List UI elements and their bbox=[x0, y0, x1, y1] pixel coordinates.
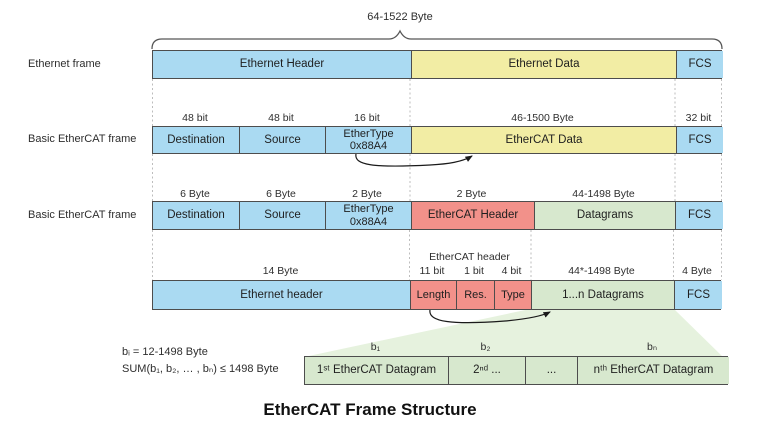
alignment-guides bbox=[152, 79, 722, 280]
field-ethertype: EtherType 0x88A4 bbox=[325, 202, 411, 229]
total-size-label: 64-1522 Byte bbox=[367, 11, 433, 23]
zoom-fan-shape bbox=[304, 309, 723, 357]
datagram-sum-formula: SUM(b₁, b₂, … , bₙ) ≤ 1498 Byte bbox=[122, 363, 279, 375]
field-ethercat-data: EtherCAT Data bbox=[411, 127, 676, 153]
size-label: 44*-1498 Byte bbox=[568, 265, 635, 277]
field-type: Type bbox=[494, 281, 531, 309]
brace-bracket-icon bbox=[151, 29, 723, 50]
field-second-datagram: 2ⁿᵈ ... bbox=[448, 357, 525, 384]
ethertype-arrow-icon bbox=[355, 153, 473, 167]
length-arrow-icon bbox=[429, 309, 551, 324]
size-label: 32 bit bbox=[685, 112, 712, 124]
field-destination: Destination bbox=[153, 202, 239, 229]
size-label: 4 bit bbox=[501, 265, 522, 277]
field-n-datagrams: 1...n Datagrams bbox=[531, 281, 674, 309]
datagram-size-label-b1: b₁ bbox=[370, 341, 381, 353]
basic-ethercat-frame-bits-row: Destination Source EtherType 0x88A4 Ethe… bbox=[152, 126, 723, 154]
datagram-size-formula: bᵢ = 12-1498 Byte bbox=[122, 346, 208, 358]
size-label: 1 bit bbox=[464, 265, 484, 277]
field-source: Source bbox=[239, 202, 325, 229]
row-label-basic-ethercat-bits: Basic EtherCAT frame bbox=[28, 133, 137, 145]
row-label-ethernet-frame: Ethernet frame bbox=[28, 58, 101, 70]
size-label: 48 bit bbox=[182, 112, 208, 124]
field-nth-datagram: nᵗʰ EtherCAT Datagram bbox=[577, 357, 729, 384]
field-destination: Destination bbox=[153, 127, 239, 153]
size-label: 16 bit bbox=[354, 112, 380, 124]
field-ethertype: EtherType 0x88A4 bbox=[325, 127, 411, 153]
field-datagrams: Datagrams bbox=[534, 202, 675, 229]
size-label: 44-1498 Byte bbox=[572, 188, 635, 200]
field-fcs: FCS bbox=[676, 127, 723, 153]
size-label: 11 bit bbox=[419, 265, 445, 277]
row-label-basic-ethercat-bytes: Basic EtherCAT frame bbox=[28, 209, 137, 221]
diagram-title: EtherCAT Frame Structure bbox=[263, 400, 477, 419]
size-label: 46-1500 Byte bbox=[511, 112, 574, 124]
size-label: 6 Byte bbox=[180, 188, 210, 200]
field-length: Length bbox=[410, 281, 456, 309]
field-ethercat-header: EtherCAT Header bbox=[411, 202, 534, 229]
field-fcs: FCS bbox=[674, 281, 722, 309]
field-ethernet-header: Ethernet Header bbox=[153, 51, 411, 78]
size-label: 48 bit bbox=[268, 112, 294, 124]
field-fcs: FCS bbox=[676, 51, 723, 78]
field-first-datagram: 1ˢᵗ EtherCAT Datagram bbox=[305, 357, 448, 384]
size-label: 2 Byte bbox=[456, 188, 487, 200]
field-ethernet-data: Ethernet Data bbox=[411, 51, 676, 78]
size-label: 2 Byte bbox=[352, 188, 382, 200]
field-res: Res. bbox=[456, 281, 494, 309]
field-ethernet-header: Ethernet header bbox=[153, 281, 410, 309]
field-fcs: FCS bbox=[675, 202, 723, 229]
field-ellipsis-datagram: ... bbox=[525, 357, 577, 384]
datagram-expansion-row: 1ˢᵗ EtherCAT Datagram 2ⁿᵈ ... ... nᵗʰ Et… bbox=[304, 356, 729, 385]
basic-ethercat-frame-bytes-row: Destination Source EtherType 0x88A4 Ethe… bbox=[152, 201, 723, 230]
ethernet-frame-row: Ethernet Header Ethernet Data FCS bbox=[152, 50, 723, 79]
size-label: 6 Byte bbox=[266, 188, 296, 200]
field-source: Source bbox=[239, 127, 325, 153]
size-label: 4 Byte bbox=[682, 265, 712, 277]
datagram-size-label-bn: bₙ bbox=[646, 341, 658, 353]
ethercat-header-group-label: EtherCAT header bbox=[429, 251, 510, 263]
datagram-size-label-b2: b₂ bbox=[480, 341, 491, 353]
detailed-frame-row: Ethernet header Length Res. Type 1...n D… bbox=[152, 280, 722, 310]
size-label: 14 Byte bbox=[262, 265, 299, 277]
